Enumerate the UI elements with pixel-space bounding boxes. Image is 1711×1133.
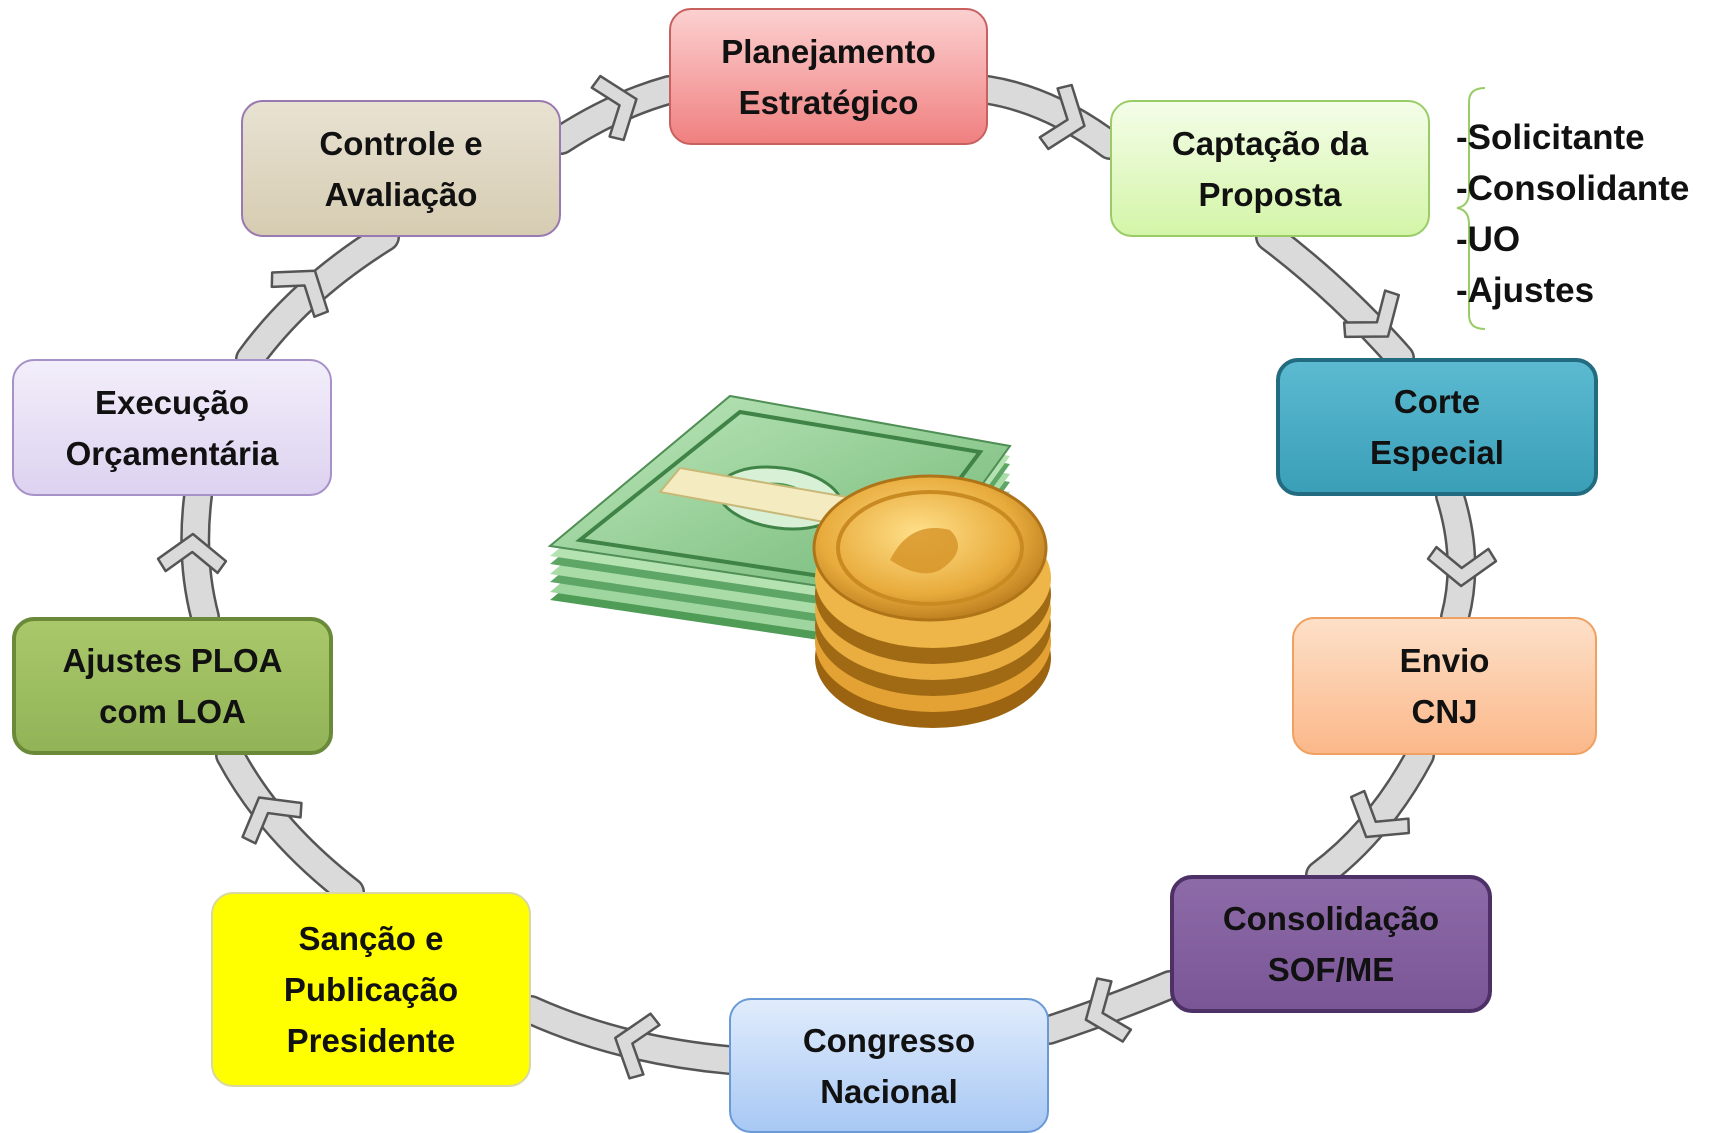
arrow-corte-envio (1435, 481, 1477, 632)
node-label-line: com LOA (99, 693, 246, 730)
node-congresso-nacional: Congresso Nacional (729, 998, 1049, 1133)
node-captacao-proposta: Captação da Proposta (1110, 100, 1430, 237)
sublist-item: -Solicitante (1456, 118, 1645, 157)
sublist-item: -Consolidante (1456, 169, 1690, 208)
chevron-icon (241, 796, 303, 845)
node-label-line: Presidente (286, 1022, 456, 1059)
node-planejamento-estrategico: Planejamento Estratégico (669, 8, 988, 145)
chevron-icon (1038, 83, 1086, 151)
node-label-line: Controle e (319, 124, 483, 162)
node-label-line: Estratégico (738, 83, 919, 121)
node-sancao-publicacao: Sanção e Publicação Presidente (211, 892, 531, 1087)
node-label-line: Planejamento (721, 32, 936, 70)
node-label-line: CNJ (1411, 693, 1478, 730)
arrow-sancao-ajustes (215, 740, 365, 907)
arrow-ajustes-execucao (180, 481, 220, 632)
node-label-line: Publicação (283, 971, 459, 1008)
node-label-line: Nacional (820, 1072, 958, 1110)
node-execucao-orcamentaria: Execução Orçamentária (12, 359, 332, 496)
node-label-line: Especial (1370, 434, 1504, 471)
arrow-consolidacao-congresso (1034, 970, 1185, 1045)
node-label-line: Consolidação (1222, 900, 1440, 937)
chevron-icon (1342, 289, 1401, 339)
node-envio-cnj: Envio CNJ (1292, 617, 1597, 755)
node-label-line: Corte (1393, 383, 1481, 420)
node-ajustes-ploa-loa: Ajustes PLOA com LOA (12, 617, 333, 755)
node-label-line: Captação da (1171, 124, 1369, 162)
node-consolidacao-sof-me: Consolidação SOF/ME (1170, 875, 1492, 1013)
node-label-line: Proposta (1198, 175, 1342, 213)
node-controle-avaliacao: Controle e Avaliação (241, 100, 561, 237)
arrow-captacao-corte (1255, 222, 1415, 373)
curly-brace-icon (1456, 87, 1486, 330)
chevron-icon (1349, 789, 1411, 839)
coin-stack (812, 474, 1051, 728)
node-label-line: Avaliação (324, 175, 478, 213)
node-label-line: Envio (1399, 642, 1490, 679)
chevron-icon (1084, 977, 1133, 1043)
node-label-line: Orçamentária (65, 434, 279, 472)
chevron-icon (1426, 545, 1498, 588)
chevron-icon (614, 1012, 661, 1080)
node-label-line: Congresso (802, 1021, 976, 1059)
arrow-planejamento-captacao (973, 75, 1125, 160)
node-label-line: Execução (94, 383, 250, 421)
proposal-sublist: -Solicitante -Consolidante -UO -Ajustes (1456, 112, 1689, 316)
sublist-item: -UO (1456, 220, 1521, 259)
node-label-line: Sanção e (298, 920, 444, 957)
node-label-line: Ajustes PLOA (62, 642, 283, 679)
money-stack-with-coins-icon (547, 394, 1051, 728)
chevron-icon (590, 74, 638, 142)
node-label-line: SOF/ME (1267, 951, 1395, 988)
node-corte-especial: Corte Especial (1276, 358, 1598, 496)
chevron-icon (156, 532, 228, 575)
arrow-controle-planejamento (546, 75, 684, 155)
sublist-item: -Ajustes (1456, 271, 1595, 310)
chevron-icon (270, 269, 330, 318)
